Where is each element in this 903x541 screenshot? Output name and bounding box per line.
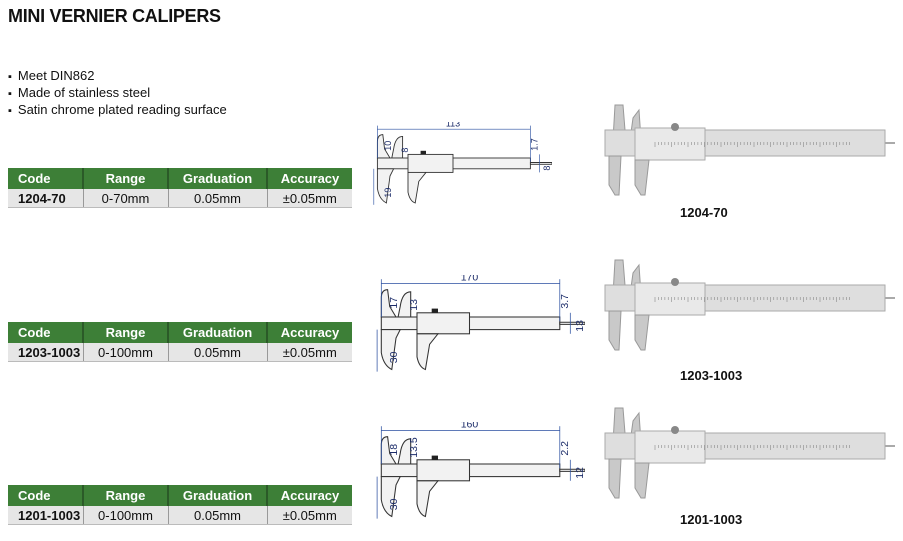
- header-graduation: Graduation: [168, 168, 268, 189]
- header-graduation: Graduation: [168, 322, 268, 343]
- product-photo: [595, 255, 895, 360]
- jaw-top-dimension: 17: [388, 297, 400, 309]
- code-cell: 1203-1003: [8, 343, 84, 362]
- spec-header-row: Code Range Graduation Accuracy: [8, 485, 352, 506]
- dimension-diagram: 160 Unit: mm 18 13.5 30 2.2 12: [375, 412, 586, 532]
- feature-item: Meet DIN862: [8, 68, 227, 85]
- product-photo-label: 1201-1003: [680, 512, 743, 527]
- page-title: MINI VERNIER CALIPERS: [8, 6, 221, 26]
- spec-header-row: Code Range Graduation Accuracy: [8, 322, 352, 343]
- jaw-bottom-dimension: 30: [388, 498, 400, 510]
- width-dimension: 12: [574, 467, 585, 479]
- feature-item: Satin chrome plated reading surface: [8, 102, 227, 119]
- jaw-top-dimension: 10: [383, 141, 393, 151]
- spec-header-row: Code Range Graduation Accuracy: [8, 168, 352, 189]
- spec-row: 1203-1003 0-100mm 0.05mm ±0.05mm: [8, 343, 352, 362]
- graduation-cell: 0.05mm: [168, 506, 268, 525]
- graduation-cell: 0.05mm: [168, 189, 268, 208]
- jaw-depth-dimension: 13.5: [408, 437, 420, 458]
- spec-table: Code Range Graduation Accuracy 1201-1003…: [8, 485, 352, 525]
- caliper-photo: [604, 407, 895, 499]
- header-code: Code: [8, 322, 84, 343]
- jaw-top-dimension: 18: [388, 444, 400, 456]
- length-dimension: 170: [461, 275, 479, 283]
- caliper-dimension-drawing: 170 Unit: mm 17 13 30 3.7 13: [376, 265, 586, 372]
- spec-row: 1204-70 0-70mm 0.05mm ±0.05mm: [8, 189, 352, 208]
- caliper-dimension-drawing: 160 Unit: mm 18 13.5 30 2.2 12: [376, 412, 586, 519]
- spec-table: Code Range Graduation Accuracy 1203-1003…: [8, 322, 352, 362]
- product-photo: [595, 100, 895, 205]
- header-accuracy: Accuracy: [267, 168, 352, 189]
- spec-row: 1201-1003 0-100mm 0.05mm ±0.05mm: [8, 506, 352, 525]
- product-photo-label: 1203-1003: [680, 368, 743, 383]
- caliper-dimension-drawing: 113 Unit: mm 10 8 19 1.7 8: [373, 113, 553, 205]
- code-cell: 1201-1003: [8, 506, 84, 525]
- unit-label: Unit: mm: [533, 422, 571, 423]
- header-code: Code: [8, 485, 84, 506]
- caliper-photo: [604, 259, 895, 351]
- jaw-depth-dimension: 13: [408, 299, 420, 311]
- accuracy-cell: ±0.05mm: [267, 189, 352, 208]
- code-cell: 1204-70: [8, 189, 84, 208]
- accuracy-cell: ±0.05mm: [267, 343, 352, 362]
- accuracy-cell: ±0.05mm: [267, 506, 352, 525]
- header-range: Range: [83, 322, 169, 343]
- feature-list: Meet DIN862 Made of stainless steel Sati…: [8, 68, 227, 119]
- header-graduation: Graduation: [168, 485, 268, 506]
- unit-label: Unit: mm: [533, 275, 571, 276]
- header-range: Range: [83, 485, 169, 506]
- jaw-depth-dimension: 8: [400, 148, 410, 153]
- product-photo-label: 1204-70: [680, 205, 728, 220]
- width-dimension: 13: [574, 320, 585, 332]
- tip-dimension: 1.7: [530, 138, 540, 151]
- range-cell: 0-100mm: [83, 343, 169, 362]
- header-range: Range: [83, 168, 169, 189]
- header-accuracy: Accuracy: [267, 322, 352, 343]
- range-cell: 0-100mm: [83, 506, 169, 525]
- jaw-bottom-dimension: 30: [388, 351, 400, 363]
- feature-item: Made of stainless steel: [8, 85, 227, 102]
- header-code: Code: [8, 168, 84, 189]
- dimension-diagram: 113 Unit: mm 10 8 19 1.7 8: [372, 113, 553, 217]
- tip-dimension: 2.2: [559, 441, 571, 456]
- width-dimension: 8: [542, 166, 552, 171]
- length-dimension: 113: [446, 122, 460, 129]
- graduation-cell: 0.05mm: [168, 343, 268, 362]
- jaw-bottom-dimension: 19: [383, 188, 393, 198]
- tip-dimension: 3.7: [559, 294, 571, 309]
- caliper-photo: [604, 104, 895, 196]
- range-cell: 0-70mm: [83, 189, 169, 208]
- product-photo: [595, 403, 895, 508]
- header-accuracy: Accuracy: [267, 485, 352, 506]
- length-dimension: 160: [461, 422, 479, 430]
- dimension-diagram: 170 Unit: mm 17 13 30 3.7 13: [375, 265, 586, 385]
- spec-table: Code Range Graduation Accuracy 1204-70 0…: [8, 168, 352, 208]
